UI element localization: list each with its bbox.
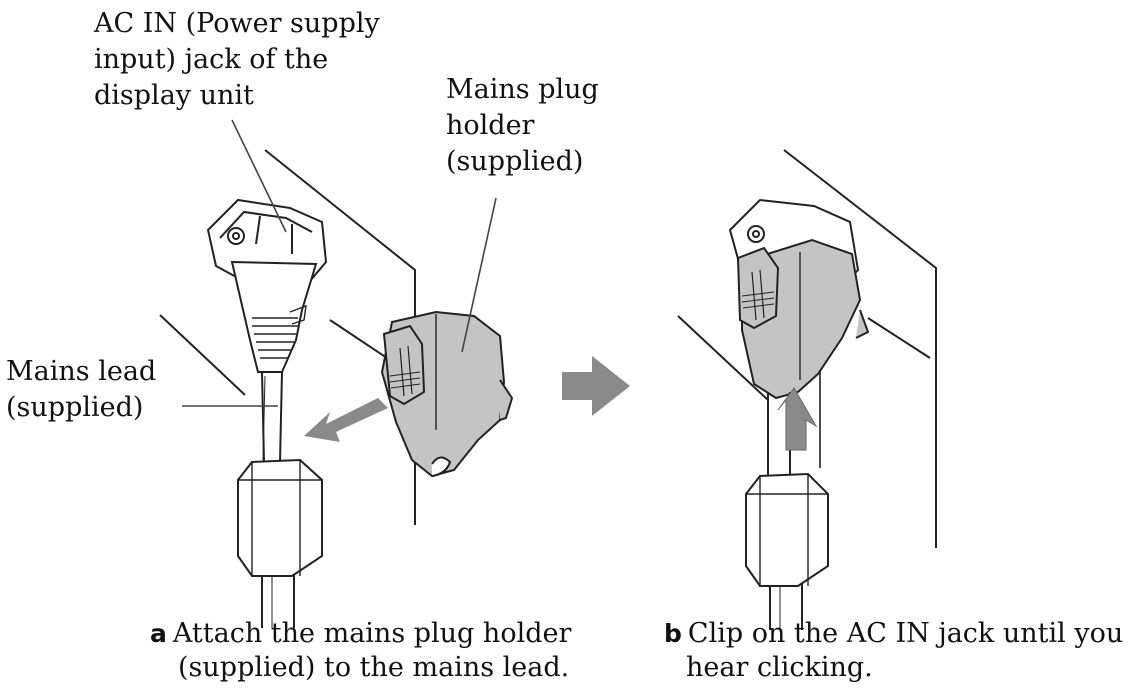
unit-back-edge-a (159, 314, 246, 396)
label-ac-in-jack-line2: input) jack of the (94, 44, 329, 75)
leader-ac-in (231, 119, 287, 233)
label-ac-in-jack-line1: AC IN (Power supply (94, 8, 380, 39)
unit-back-edge-b (677, 315, 769, 401)
unit-lower-edge-b (867, 317, 931, 359)
panel-a-drawing (159, 149, 514, 628)
caption-b-line2: hear clicking. (686, 652, 873, 683)
leader-holder (461, 197, 497, 353)
label-mains-lead-line2: (supplied) (6, 392, 144, 423)
caption-b-text: Clip on the AC IN jack until you (687, 618, 1124, 649)
leader-lines-a (182, 119, 497, 407)
plug-body-a (230, 260, 318, 373)
ferrite-core-b (745, 472, 829, 587)
caption-a-letter: a (150, 619, 167, 648)
push-up-arrow-icon (777, 387, 818, 451)
caption-b-letter: b (664, 619, 682, 648)
caption-a-text: Attach the mains plug holder (172, 618, 572, 649)
label-ac-in-jack-line3: display unit (94, 80, 254, 111)
mains-plug-holder-a (380, 310, 514, 478)
label-holder-line3: (supplied) (446, 146, 584, 177)
label-mains-lead-line1: Mains lead (6, 356, 157, 387)
attach-arrow-icon (304, 398, 388, 442)
label-holder-line2: holder (446, 110, 535, 141)
label-holder-line1: Mains plug (446, 74, 599, 105)
ferrite-core-a (237, 458, 323, 577)
right-arrow-icon (562, 356, 630, 416)
unit-outline-b (783, 149, 937, 548)
caption-a-line2: (supplied) to the mains lead. (178, 652, 570, 683)
mains-plug-holder-b (736, 238, 870, 400)
panel-b-drawing (677, 149, 937, 630)
mains-lead-cable-b (745, 392, 829, 630)
mains-lead-cable-a (237, 371, 323, 628)
unit-lower-edge-a (329, 319, 391, 361)
